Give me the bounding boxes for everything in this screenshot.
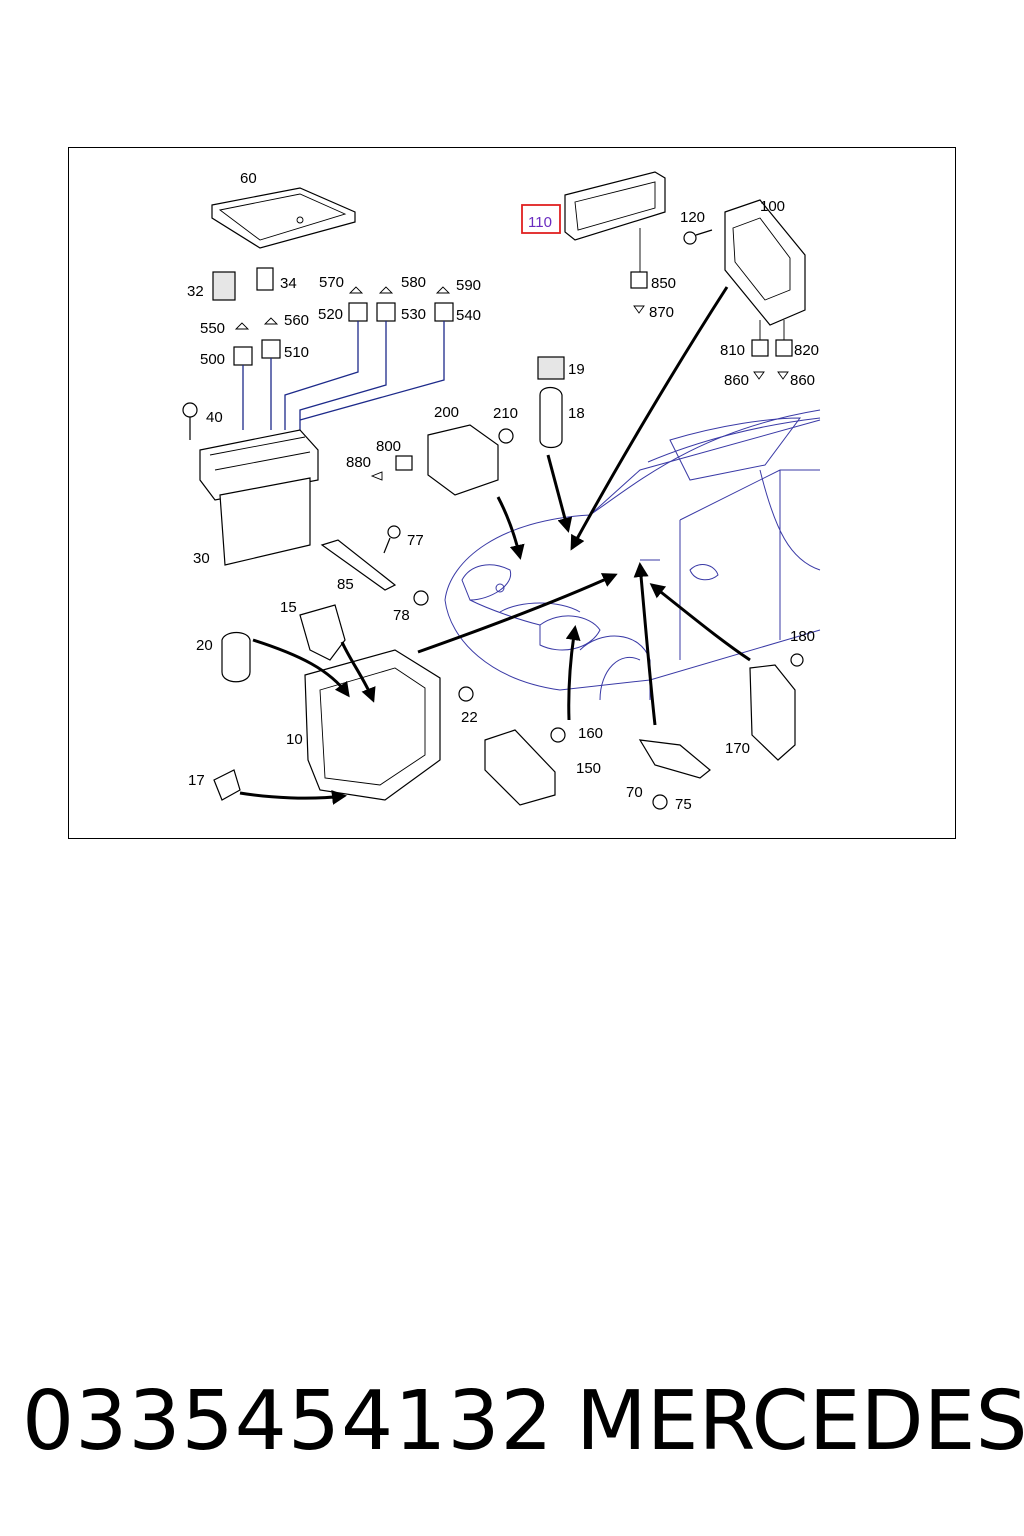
label-820: 820 [794, 342, 819, 359]
label-810: 810 [720, 342, 745, 359]
label-860-right: 860 [790, 372, 815, 389]
highlight-box-110 [521, 204, 561, 234]
part-number: 0335454132 [22, 1374, 554, 1469]
part-60-cover [211, 187, 356, 249]
label-160: 160 [578, 725, 603, 742]
label-60: 60 [240, 170, 257, 187]
label-22: 22 [461, 709, 478, 726]
label-100: 100 [760, 198, 785, 215]
brand-name: MERCEDES [576, 1374, 1024, 1469]
label-200: 200 [434, 404, 459, 421]
label-15: 15 [280, 599, 297, 616]
label-860-left: 860 [724, 372, 749, 389]
label-77: 77 [407, 532, 424, 549]
label-560: 560 [284, 312, 309, 329]
part-200-module [370, 424, 514, 496]
part-30-relay-box [199, 429, 319, 566]
label-75: 75 [675, 796, 692, 813]
label-500: 500 [200, 351, 225, 368]
part-18 [539, 386, 563, 449]
label-85: 85 [337, 576, 354, 593]
label-540: 540 [456, 307, 481, 324]
label-800: 800 [376, 438, 401, 455]
label-150: 150 [576, 760, 601, 777]
label-17: 17 [188, 772, 205, 789]
label-34: 34 [280, 275, 297, 292]
pointer-arrows [239, 286, 751, 805]
part-34-fuse [256, 267, 274, 291]
part-170-module [749, 653, 804, 761]
label-210: 210 [493, 405, 518, 422]
part-110-control-unit [564, 171, 666, 241]
label-70: 70 [626, 784, 643, 801]
label-530: 530 [401, 306, 426, 323]
diagram-frame [68, 147, 956, 839]
label-30: 30 [193, 550, 210, 567]
label-590: 590 [456, 277, 481, 294]
label-580: 580 [401, 274, 426, 291]
label-870: 870 [649, 304, 674, 321]
car-outline [444, 409, 821, 701]
label-880: 880 [346, 454, 371, 471]
part-32-relay [212, 271, 236, 301]
label-180: 180 [790, 628, 815, 645]
label-40: 40 [206, 409, 223, 426]
label-10: 10 [286, 731, 303, 748]
part-19 [537, 356, 565, 380]
part-150-cover [484, 727, 566, 806]
label-110: 110 [528, 214, 552, 231]
label-570: 570 [319, 274, 344, 291]
label-850: 850 [651, 275, 676, 292]
label-19: 19 [568, 361, 585, 378]
label-120: 120 [680, 209, 705, 226]
connector-group-top [233, 271, 793, 380]
label-550: 550 [200, 320, 225, 337]
part-40-bolt [182, 402, 198, 440]
footer: 0335454132 MERCEDES [0, 1372, 1024, 1472]
label-20: 20 [196, 637, 213, 654]
part-100-module [724, 199, 806, 326]
part-85-bracket [320, 525, 429, 606]
label-32: 32 [187, 283, 204, 300]
leader-lines [242, 228, 785, 430]
part-labels: 60 110 120 100 32 34 570 580 590 550 560… [187, 170, 819, 813]
label-170: 170 [725, 740, 750, 757]
label-520: 520 [318, 306, 343, 323]
label-510: 510 [284, 344, 309, 361]
label-78: 78 [393, 607, 410, 624]
part-120-bolt [683, 229, 713, 245]
label-18: 18 [568, 405, 585, 422]
part-70-bracket [213, 739, 711, 810]
part-10-housing [221, 604, 474, 801]
